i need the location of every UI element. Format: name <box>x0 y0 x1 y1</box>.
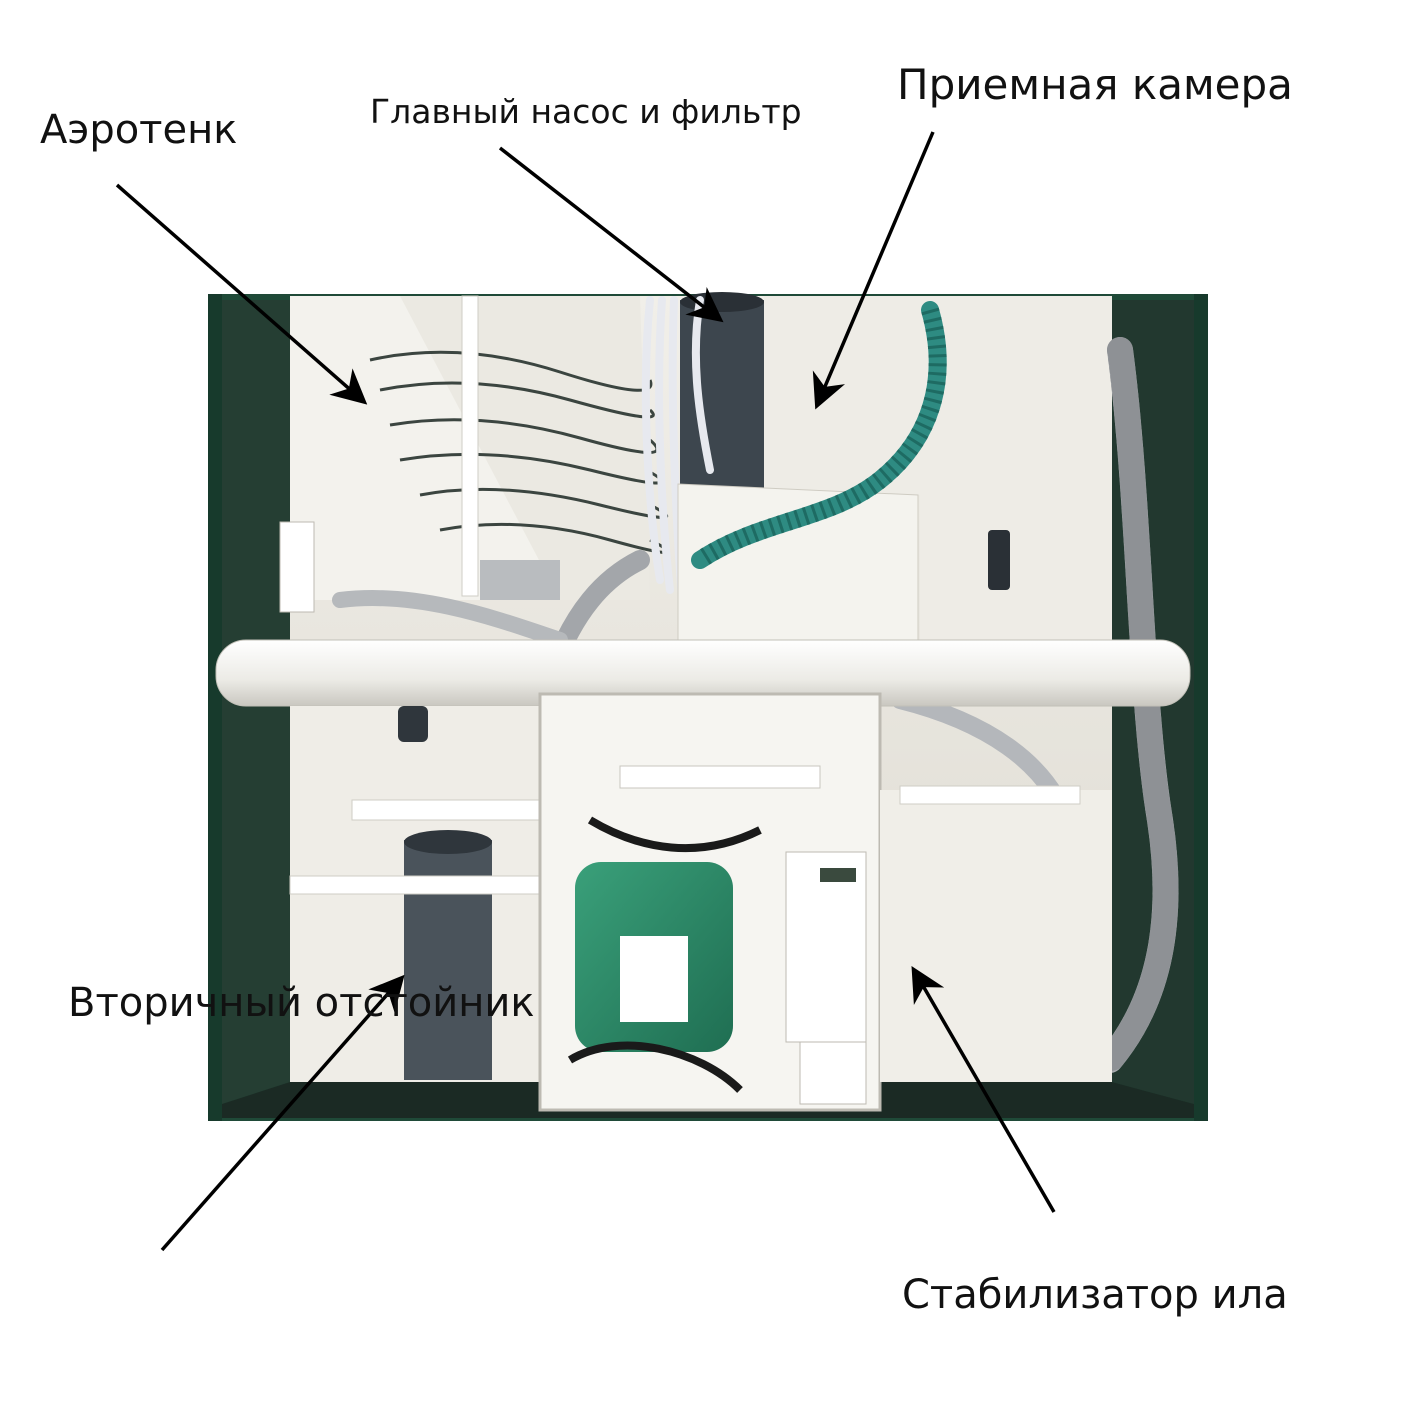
main-pump-pipe-top <box>680 292 764 312</box>
right-grey-hose-ribs <box>1097 337 1179 1073</box>
aerotank-elbow <box>480 560 560 600</box>
reception-inner-box <box>677 483 919 651</box>
stabilizer-shelf <box>899 785 1081 805</box>
control-unit-display <box>820 868 856 882</box>
arrow-settler <box>160 974 405 1252</box>
label-main-pump-filter: Главный насос и фильтр <box>370 92 802 131</box>
secondary-settler <box>289 706 543 1082</box>
control-unit <box>785 851 867 1043</box>
compressor-label <box>620 936 688 1022</box>
stabilizer-wall <box>880 790 1112 1082</box>
label-secondary-settler: Вторичный отстойник <box>68 980 535 1026</box>
label-sludge-stabilizer: Стабилизатор ила <box>902 1272 1288 1318</box>
green-intake-hose <box>691 301 947 569</box>
valve-fitting <box>619 765 821 789</box>
center-grey-hose-2 <box>332 590 568 648</box>
main-pump-pipe <box>680 300 764 490</box>
aerotank-chamber <box>279 295 670 613</box>
socket-block <box>799 1041 867 1105</box>
arrow-main-pump <box>498 146 724 323</box>
aerotank-bracket <box>279 521 315 613</box>
tank-rim-right <box>1194 294 1208 1121</box>
reception-outlet <box>988 530 1010 590</box>
sludge-stabilizer <box>880 785 1112 1082</box>
arrow-reception <box>812 131 935 410</box>
power-cables <box>567 816 762 1093</box>
tank-rim-left <box>208 294 222 1121</box>
settler-small-pipe <box>398 706 428 742</box>
settler-crossbar-1 <box>351 799 543 821</box>
label-aerotank: Аэротенк <box>40 107 238 153</box>
aerotank-air-pipe <box>461 295 479 597</box>
reception-chamber <box>677 296 1112 651</box>
callout-arrows <box>115 131 1056 1252</box>
settler-crossbar-2 <box>289 875 541 895</box>
reception-back-wall <box>764 296 1112 640</box>
label-reception-chamber: Приемная камера <box>897 60 1293 109</box>
arrow-aerotank <box>115 183 368 405</box>
arrow-stabilizer <box>911 965 1056 1213</box>
settler-pipe-top <box>404 830 492 854</box>
equipment-compartment <box>538 692 882 1112</box>
